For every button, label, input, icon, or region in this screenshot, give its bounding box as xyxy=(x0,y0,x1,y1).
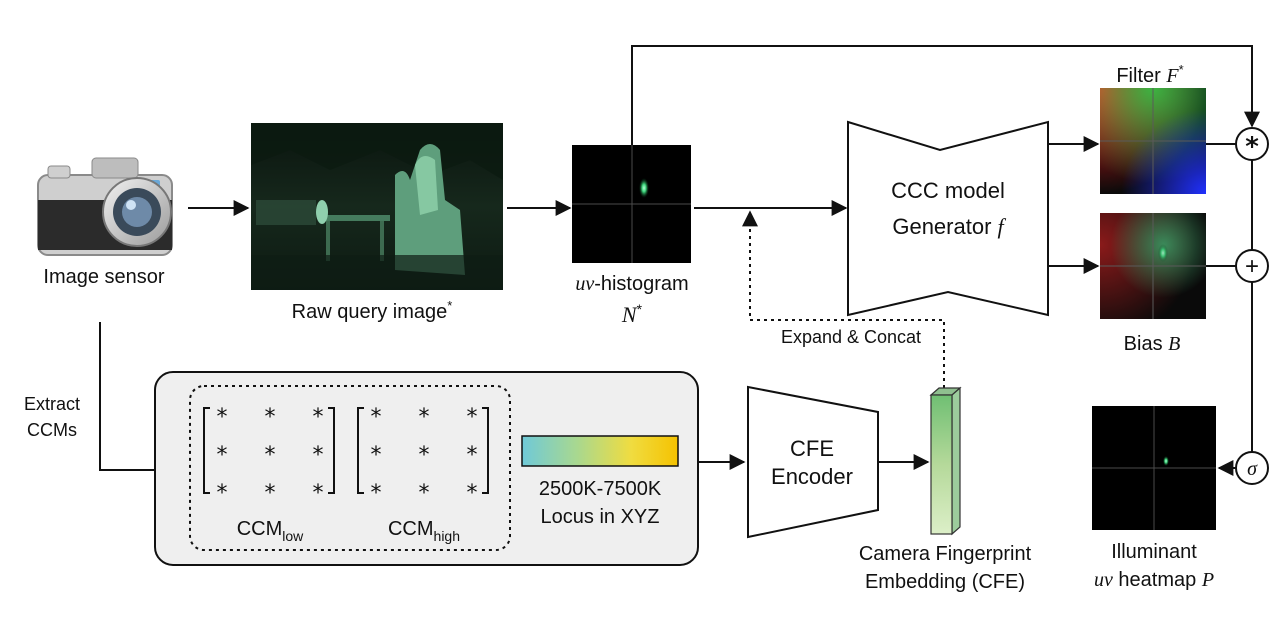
multiply-operator: * xyxy=(1235,127,1269,162)
filter-label: Filter F* xyxy=(1116,62,1183,87)
ccc-generator-block xyxy=(847,120,1049,317)
svg-text:*: * xyxy=(313,405,324,430)
svg-text:σ: σ xyxy=(1247,458,1258,480)
locus-gradient-bar xyxy=(521,435,679,467)
svg-text:+: + xyxy=(1245,253,1259,280)
svg-text:*: * xyxy=(217,443,228,468)
svg-text:*: * xyxy=(419,443,430,468)
cfe-label-line1: Camera Fingerprint xyxy=(859,543,1032,565)
svg-text:*: * xyxy=(1245,132,1259,162)
svg-text:*: * xyxy=(467,405,478,430)
ccm-low-label: CCMlow xyxy=(237,518,304,544)
ccm-dotted-box xyxy=(189,385,511,551)
image-sensor-label: Image sensor xyxy=(43,266,165,288)
bias-label: Bias B xyxy=(1124,333,1181,355)
svg-text:*: * xyxy=(217,481,228,506)
ccm-panel xyxy=(154,371,699,566)
ccm-high-matrix: * * * * * * * * * xyxy=(357,405,489,506)
generator-subtitle: Generator f xyxy=(892,214,1006,239)
ccm-low-matrix: * * * * * * * * * xyxy=(203,405,335,506)
cfe-encoder-block xyxy=(747,385,879,539)
uv-histogram-image xyxy=(572,145,691,263)
add-operator: + xyxy=(1235,249,1269,283)
encoder-title: CFE xyxy=(790,436,834,461)
sigma-operator: σ xyxy=(1235,451,1269,485)
svg-text:*: * xyxy=(467,443,478,468)
filter-image xyxy=(1100,88,1206,194)
expand-concat-line xyxy=(742,210,945,395)
locus-label-line1: 2500K-7500K xyxy=(539,478,662,500)
uv-histogram-symbol: N* xyxy=(621,301,643,327)
svg-text:*: * xyxy=(265,443,276,468)
extract-label-line1: Extract xyxy=(24,394,80,414)
svg-text:*: * xyxy=(217,405,228,430)
expand-concat-label: Expand & Concat xyxy=(781,327,921,347)
locus-label-line2: Locus in XYZ xyxy=(541,506,660,528)
svg-text:*: * xyxy=(419,481,430,506)
ccm-high-label: CCMhigh xyxy=(388,518,460,544)
cfe-embedding-bar xyxy=(929,386,962,536)
bias-image xyxy=(1100,213,1206,319)
generator-title: CCC model xyxy=(891,178,1005,203)
skip-connection-line xyxy=(631,45,1260,145)
svg-text:*: * xyxy=(313,481,324,506)
encoder-subtitle: Encoder xyxy=(771,464,853,489)
svg-text:*: * xyxy=(313,443,324,468)
svg-text:*: * xyxy=(371,443,382,468)
camera-icon xyxy=(37,157,173,256)
svg-text:*: * xyxy=(265,481,276,506)
extract-label-line2: CCMs xyxy=(27,420,77,440)
svg-text:*: * xyxy=(265,405,276,430)
heatmap-label-line2: uv heatmap P xyxy=(1094,569,1214,591)
raw-query-image xyxy=(251,123,503,290)
svg-text:*: * xyxy=(467,481,478,506)
heatmap-label-line1: Illuminant xyxy=(1111,541,1197,563)
cfe-label-line2: Embedding (CFE) xyxy=(865,571,1025,593)
illuminant-heatmap-image xyxy=(1092,406,1216,530)
svg-text:*: * xyxy=(371,481,382,506)
svg-text:*: * xyxy=(371,405,382,430)
uv-histogram-label: uv-histogram xyxy=(575,273,688,295)
raw-query-image-label: Raw query image* xyxy=(292,298,453,323)
svg-text:*: * xyxy=(419,405,430,430)
